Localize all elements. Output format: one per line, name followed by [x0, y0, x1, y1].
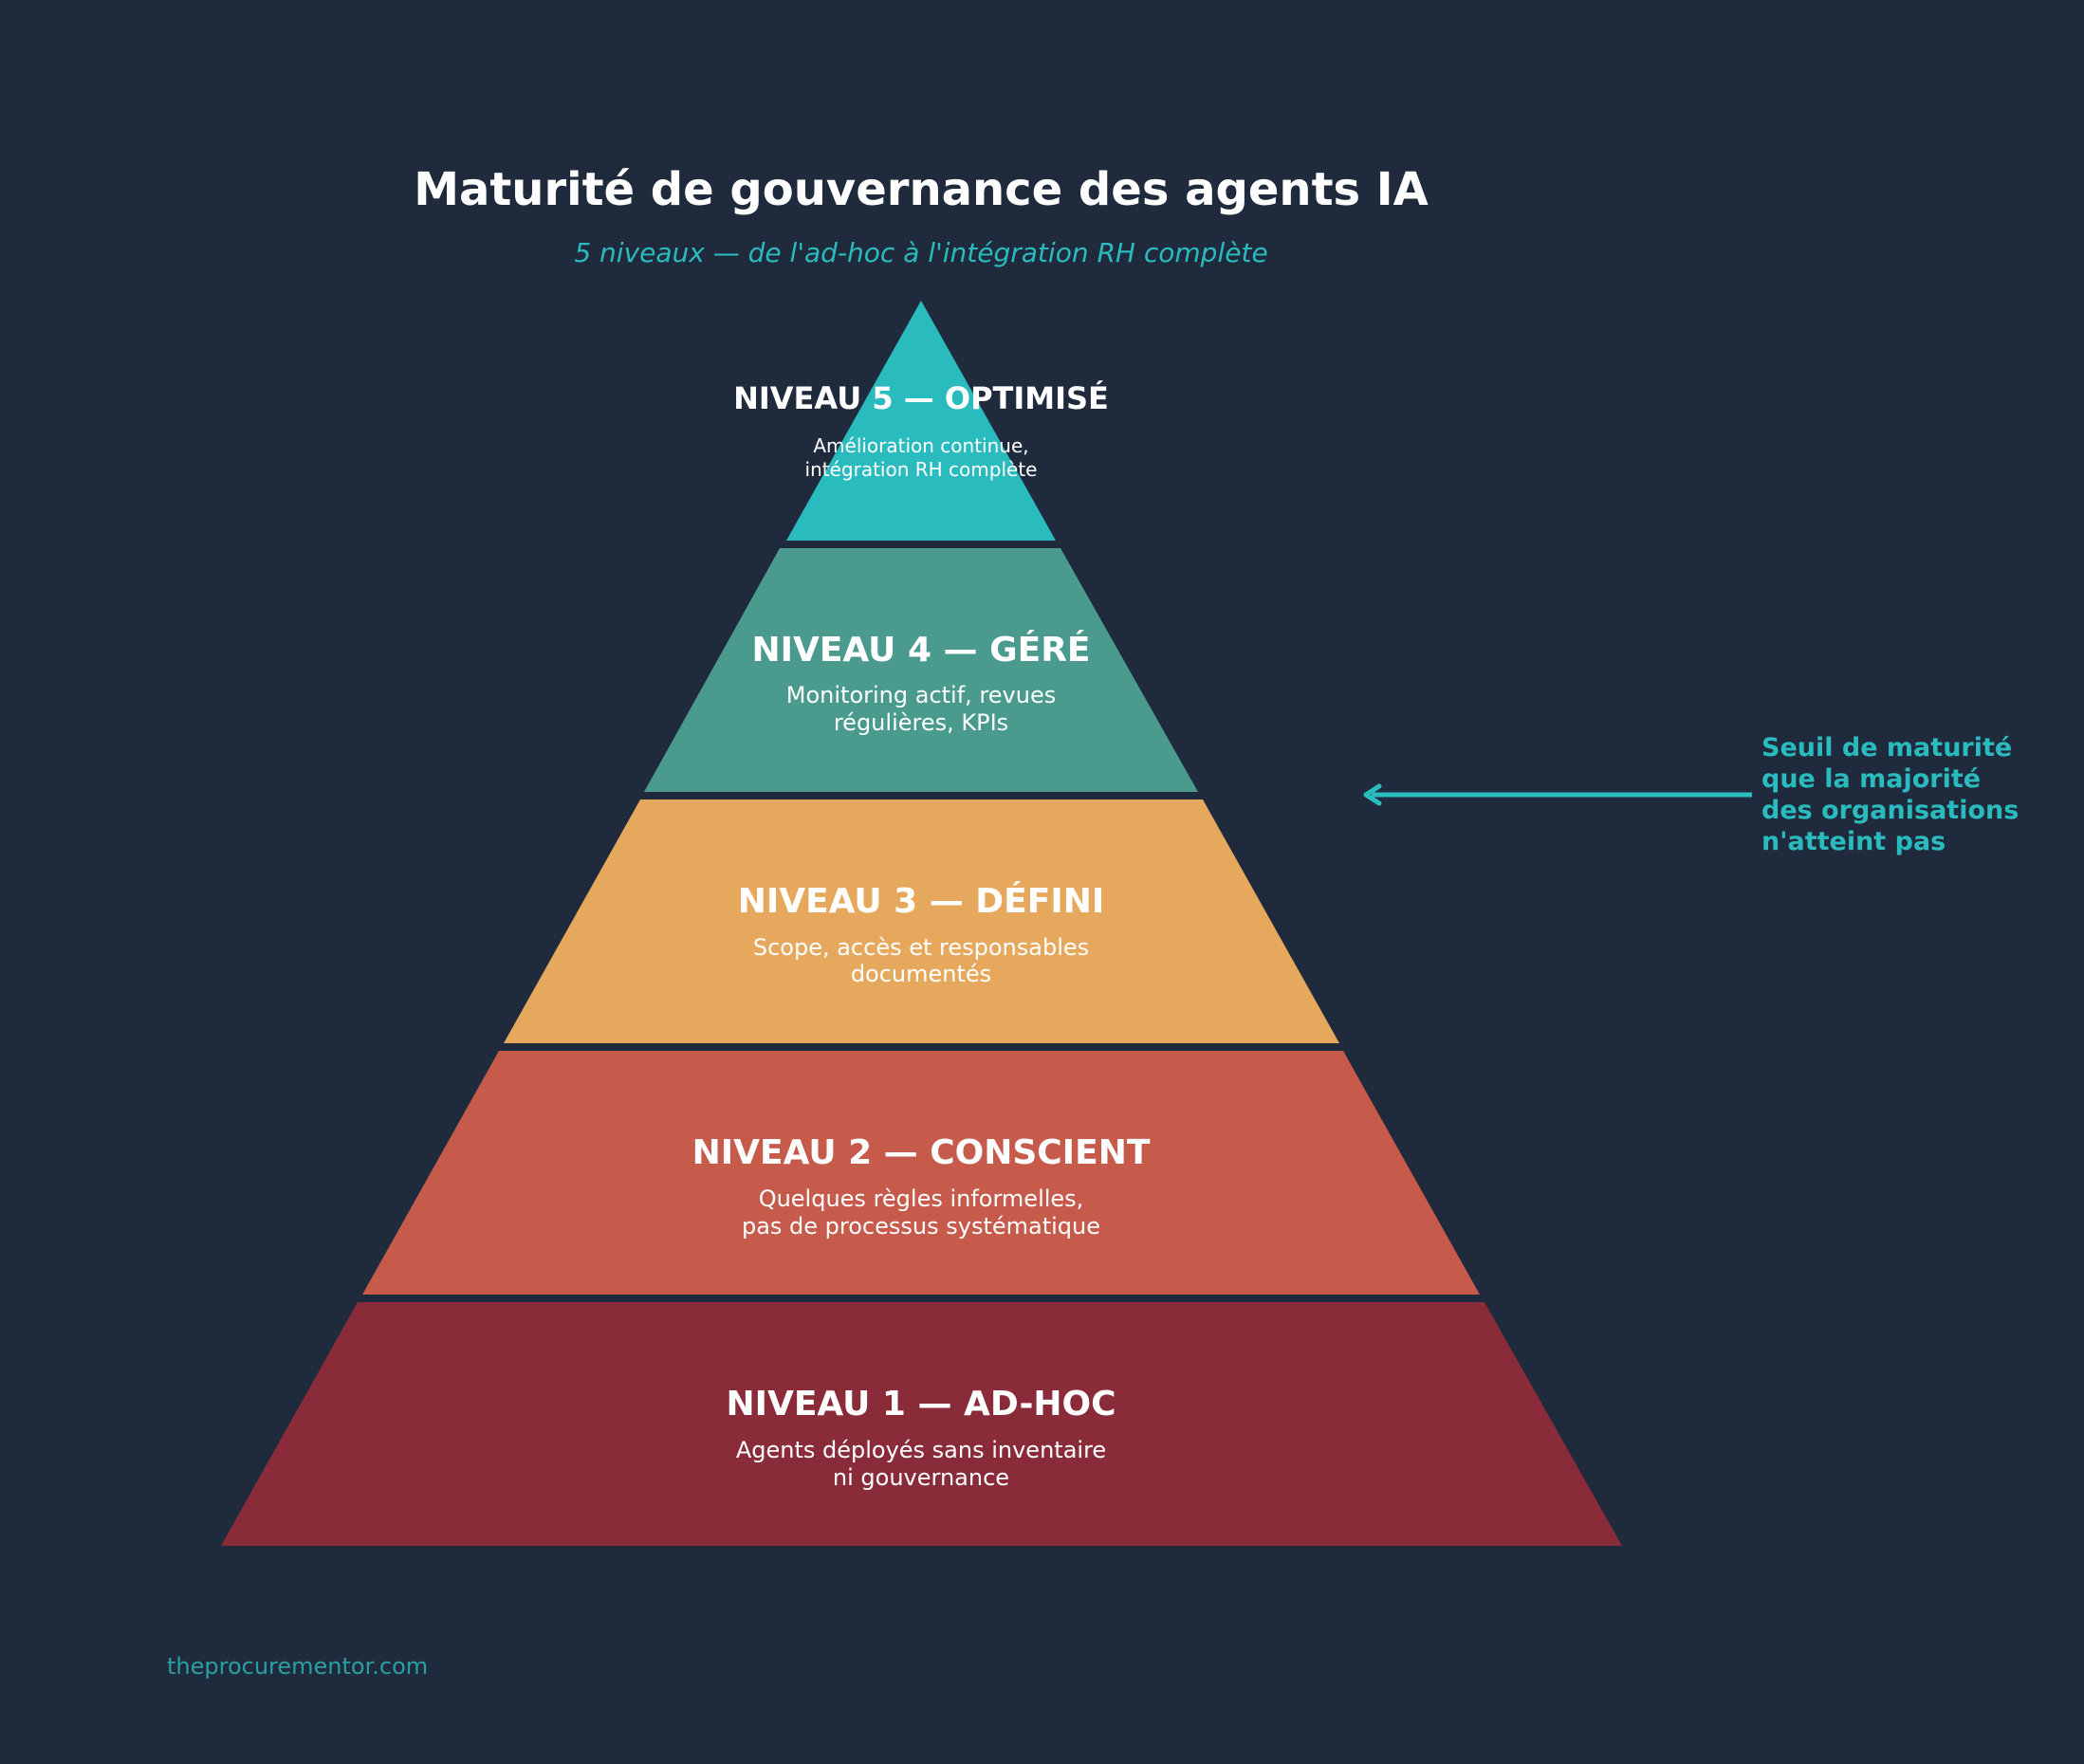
- tier-shape: [221, 1302, 1622, 1546]
- tier-description-line-2: intégration RH complète: [805, 458, 1038, 481]
- tier-description-line-2: documentés: [851, 961, 991, 987]
- footer-website: theprocurementor.com: [167, 1653, 428, 1680]
- tier-shape: [644, 548, 1198, 792]
- tier-description-line-1: Monitoring actif, revues: [786, 682, 1056, 708]
- page-title: Maturité de gouvernance des agents IA: [414, 163, 1429, 216]
- tier-description-line-1: Scope, accès et responsables: [753, 934, 1089, 961]
- tier-shape: [362, 1051, 1480, 1295]
- tier-description-line-1: Amélioration continue,: [813, 434, 1028, 457]
- tier-title: NIVEAU 4 — GÉRÉ: [751, 630, 1090, 670]
- pyramid-tier-level-3: NIVEAU 3 — DÉFINI Scope, accès et respon…: [504, 799, 1339, 1043]
- annotation-line-1: Seuil de maturité: [1761, 733, 2012, 763]
- tier-description-line-1: Agents déployés sans inventaire: [736, 1437, 1106, 1463]
- tier-title: NIVEAU 3 — DÉFINI: [738, 881, 1105, 921]
- pyramid-tier-level-1: NIVEAU 1 — AD-HOC Agents déployés sans i…: [221, 1302, 1622, 1546]
- annotation-line-2: que la majorité: [1761, 764, 1981, 794]
- tier-description-line-2: ni gouvernance: [833, 1464, 1009, 1491]
- tier-shape: [786, 301, 1056, 541]
- annotation-line-4: n'atteint pas: [1761, 827, 1946, 856]
- tier-description-line-2: régulières, KPIs: [834, 709, 1008, 736]
- tier-shape: [504, 799, 1339, 1043]
- tier-title: NIVEAU 2 — CONSCIENT: [692, 1133, 1151, 1172]
- annotation-line-3: des organisations: [1761, 796, 2019, 825]
- pyramid-tier-level-5: NIVEAU 5 — OPTIMISÉ Amélioration continu…: [733, 301, 1109, 541]
- tier-description-line-2: pas de processus systématique: [742, 1213, 1100, 1240]
- tier-description-line-1: Quelques règles informelles,: [759, 1185, 1084, 1212]
- page-subtitle: 5 niveaux — de l'ad-hoc à l'intégration …: [574, 237, 1267, 268]
- tier-title: NIVEAU 5 — OPTIMISÉ: [733, 380, 1109, 416]
- arrow-left-icon: [1363, 783, 1382, 806]
- pyramid-tier-level-2: NIVEAU 2 — CONSCIENT Quelques règles inf…: [362, 1051, 1480, 1295]
- pyramid-tier-level-4: NIVEAU 4 — GÉRÉ Monitoring actif, revues…: [644, 548, 1198, 792]
- maturity-threshold-annotation: Seuil de maturité que la majorité des or…: [1363, 733, 2019, 856]
- tier-title: NIVEAU 1 — AD-HOC: [726, 1385, 1116, 1424]
